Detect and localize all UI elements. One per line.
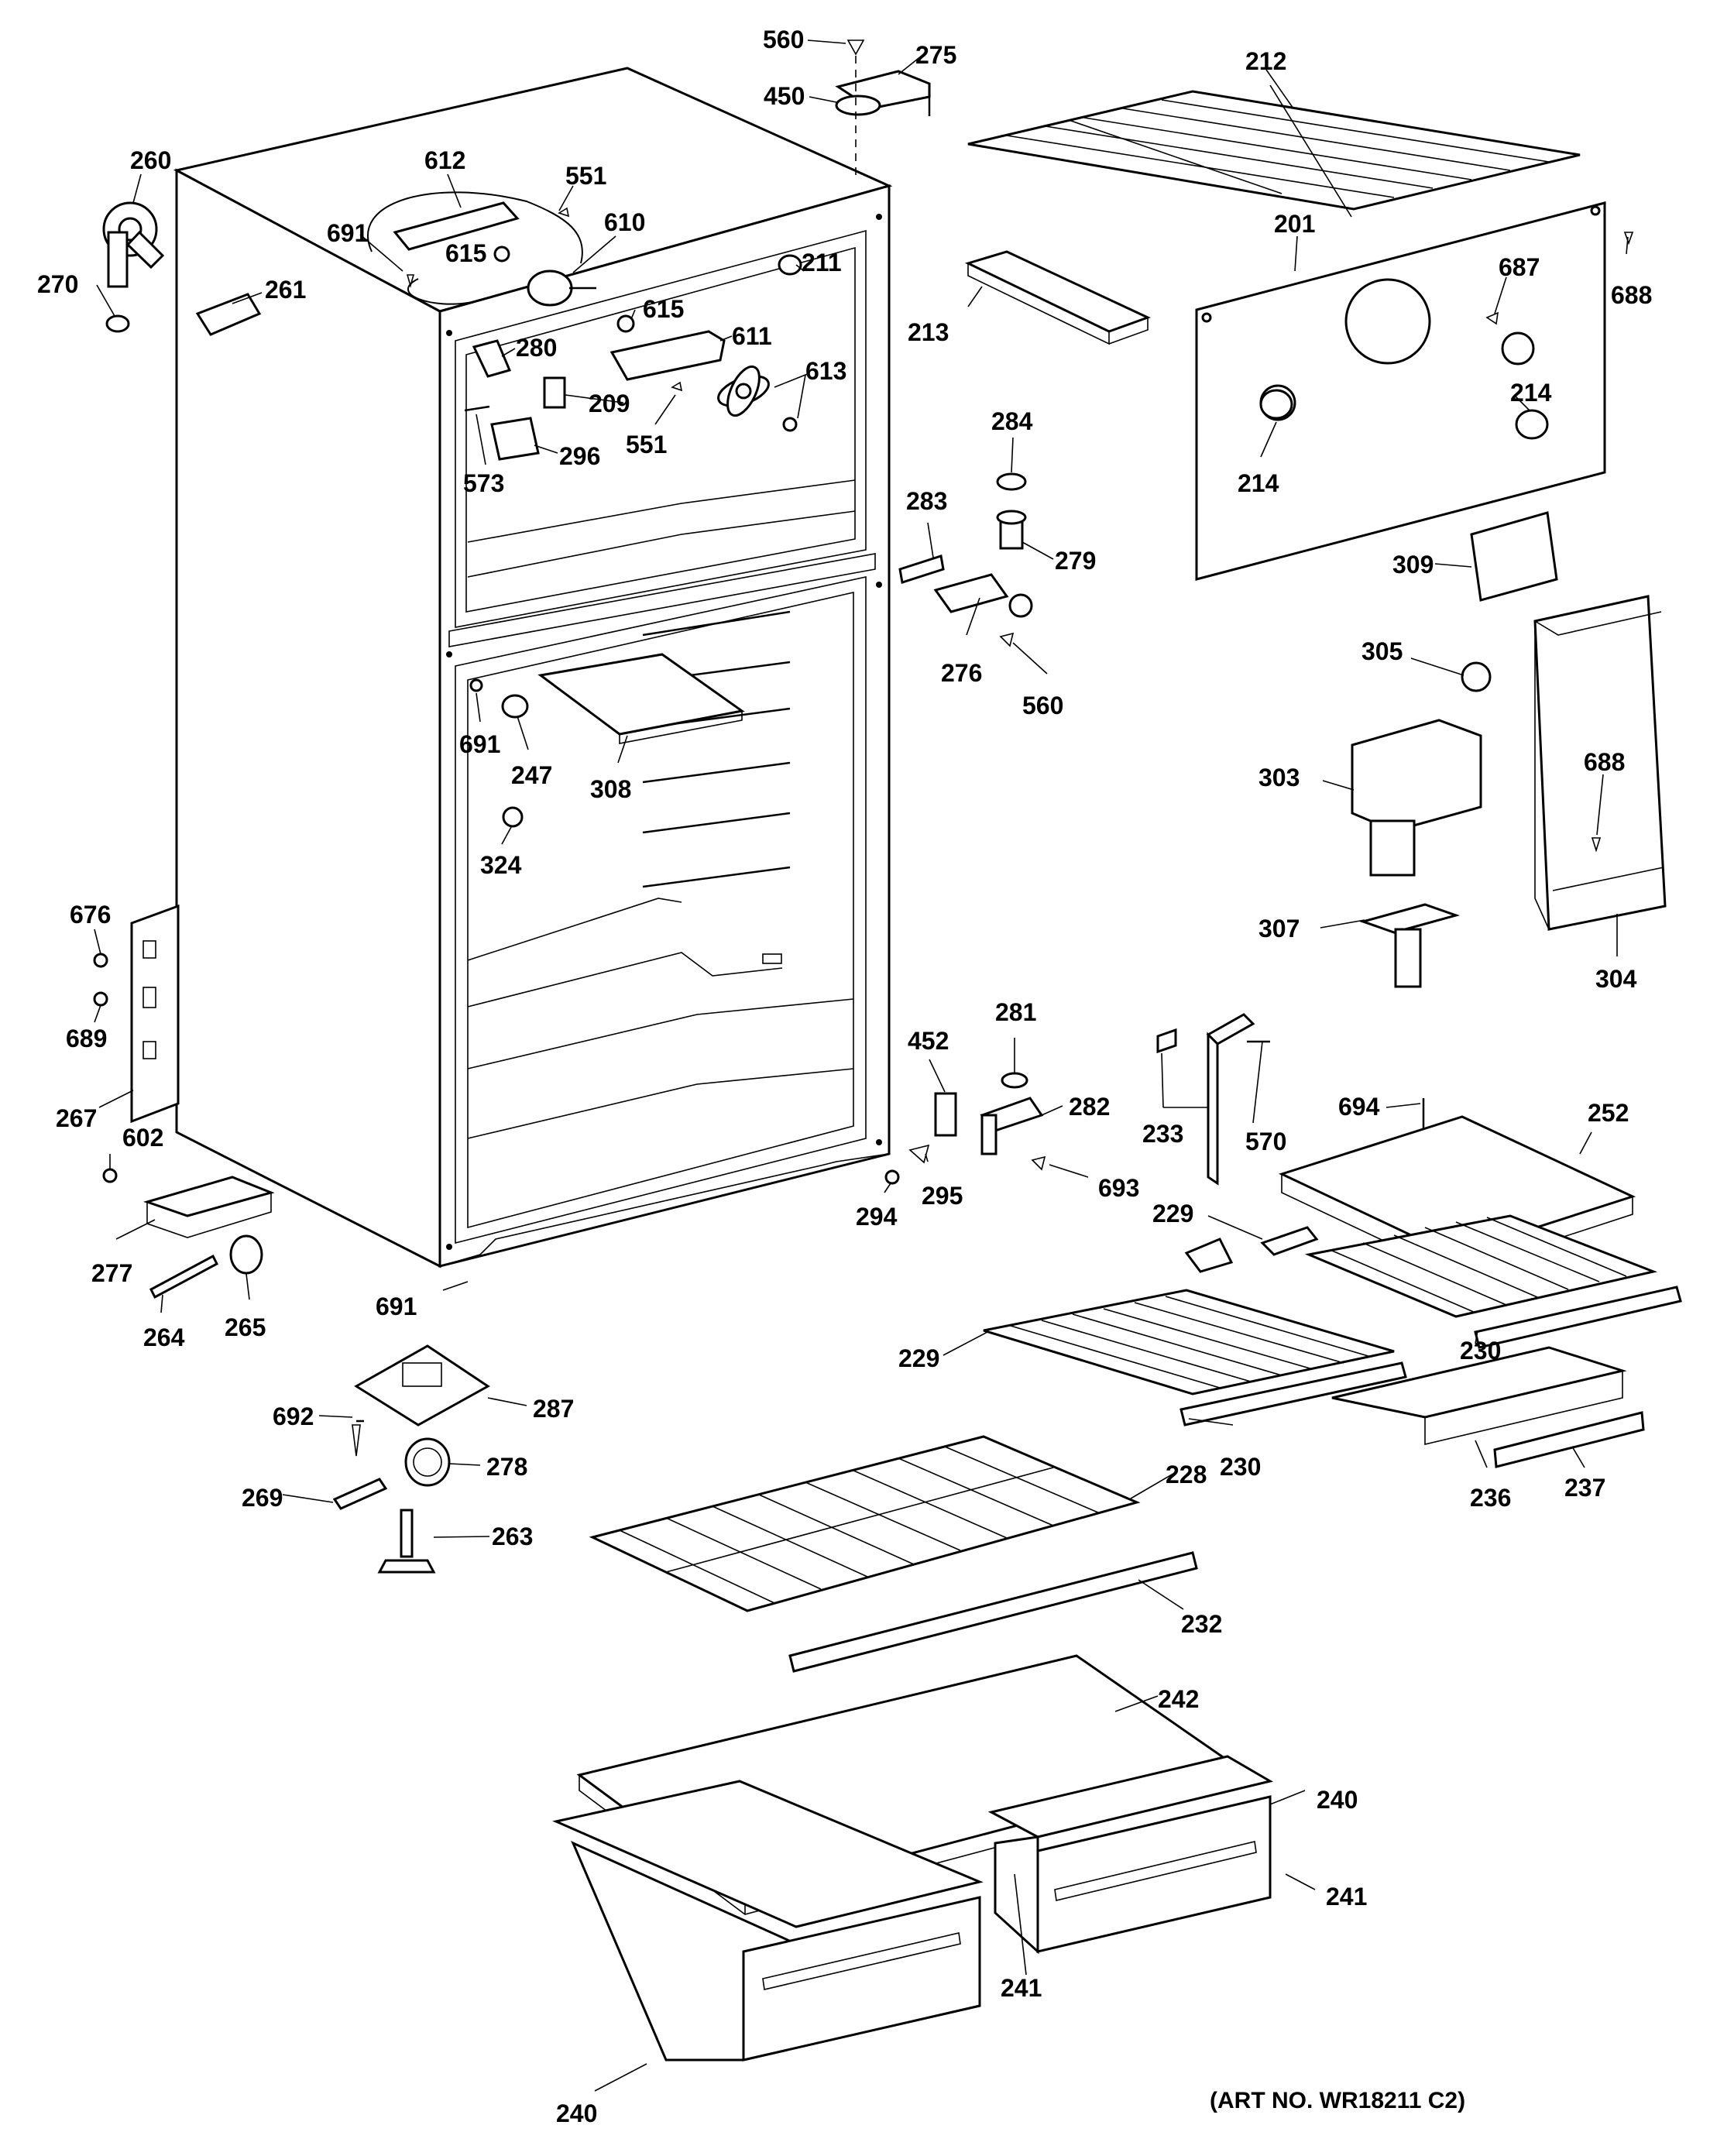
drain-parts (102, 201, 262, 336)
label-214: 214 (1510, 379, 1552, 407)
label-570: 570 (1245, 1128, 1286, 1155)
freezer-shelf-and-cover (964, 84, 1634, 602)
label-450: 450 (764, 82, 805, 110)
label-252: 252 (1588, 1099, 1629, 1127)
label-689: 689 (66, 1025, 107, 1052)
label-280: 280 (516, 334, 557, 362)
middle-hinge-parts (898, 472, 1033, 647)
wire-shelf-229 (983, 1214, 1658, 1396)
label-551: 551 (626, 431, 667, 458)
label-277: 277 (91, 1259, 132, 1287)
label-242: 242 (1158, 1685, 1199, 1713)
label-228: 228 (1166, 1461, 1207, 1488)
fan-blade-icon (717, 365, 770, 417)
label-691: 691 (376, 1293, 417, 1320)
freezer-components (367, 191, 802, 461)
label-278: 278 (486, 1453, 527, 1481)
label-283: 283 (906, 487, 947, 515)
label-305: 305 (1361, 637, 1403, 665)
label-284: 284 (991, 407, 1033, 435)
label-209: 209 (589, 390, 630, 417)
label-324: 324 (480, 851, 522, 879)
label-279: 279 (1055, 547, 1096, 575)
label-232: 232 (1181, 1610, 1222, 1638)
label-269: 269 (242, 1484, 283, 1512)
label-261: 261 (265, 276, 306, 304)
label-688: 688 (1611, 281, 1652, 309)
label-560: 560 (1022, 692, 1063, 719)
label-233: 233 (1142, 1120, 1183, 1148)
label-694: 694 (1338, 1093, 1380, 1121)
art-number: (ART NO. WR18211 C2) (1210, 2088, 1465, 2113)
label-276: 276 (941, 659, 982, 687)
label-308: 308 (590, 775, 631, 803)
label-613: 613 (805, 357, 846, 385)
label-240: 240 (556, 2099, 597, 2127)
label-230: 230 (1220, 1453, 1261, 1481)
shelf-trim-parts (1179, 1286, 1682, 1468)
label-229: 229 (1152, 1200, 1193, 1227)
label-551: 551 (565, 162, 606, 190)
label-693: 693 (1098, 1174, 1139, 1202)
label-560: 560 (763, 26, 804, 53)
label-240: 240 (1317, 1786, 1358, 1814)
label-615: 615 (643, 295, 684, 323)
label-687: 687 (1499, 253, 1540, 281)
label-691: 691 (327, 219, 368, 247)
cabinet-case (173, 67, 893, 1269)
label-247: 247 (511, 761, 552, 789)
label-236: 236 (1470, 1484, 1511, 1512)
shelf-bracket-parts (1156, 1013, 1425, 1186)
label-309: 309 (1392, 551, 1434, 578)
label-294: 294 (856, 1203, 898, 1231)
wire-shelf-228 (589, 1435, 1198, 1673)
label-676: 676 (70, 901, 111, 929)
label-615: 615 (445, 239, 486, 267)
label-287: 287 (533, 1395, 574, 1423)
label-275: 275 (915, 41, 956, 69)
label-267: 267 (56, 1104, 97, 1132)
label-230: 230 (1460, 1337, 1501, 1365)
lower-hinge-parts (884, 1072, 1046, 1185)
crisper-assembly (552, 1654, 1273, 2062)
label-241: 241 (1001, 1974, 1042, 2002)
label-263: 263 (492, 1523, 533, 1550)
label-612: 612 (424, 146, 465, 174)
label-692: 692 (273, 1402, 314, 1430)
label-201: 201 (1274, 210, 1315, 238)
part-labels: 560 275 450 212 260 612 551 610 691 615 … (37, 26, 1652, 2127)
label-573: 573 (463, 469, 504, 497)
label-241: 241 (1326, 1883, 1367, 1911)
label-303: 303 (1258, 764, 1300, 791)
label-264: 264 (143, 1323, 185, 1351)
label-452: 452 (908, 1027, 949, 1055)
left-hardware (93, 904, 275, 1299)
label-260: 260 (130, 146, 171, 174)
label-229: 229 (898, 1344, 939, 1372)
leader-lines (94, 39, 1629, 2092)
label-265: 265 (225, 1313, 266, 1341)
label-211: 211 (802, 249, 842, 276)
label-610: 610 (604, 208, 645, 236)
label-282: 282 (1069, 1093, 1110, 1121)
label-213: 213 (908, 318, 949, 346)
label-296: 296 (559, 442, 600, 470)
label-237: 237 (1564, 1474, 1605, 1502)
label-304: 304 (1595, 965, 1637, 993)
top-hinge (835, 39, 931, 178)
label-602: 602 (122, 1124, 163, 1152)
fresh-food-components (469, 653, 745, 828)
label-270: 270 (37, 270, 78, 298)
dispenser-parts (1351, 595, 1667, 988)
label-212: 212 (1245, 47, 1286, 75)
leveler-parts (332, 1344, 490, 1574)
label-688: 688 (1584, 748, 1625, 776)
label-214: 214 (1238, 469, 1279, 497)
label-691: 691 (459, 730, 500, 758)
label-281: 281 (995, 998, 1036, 1026)
label-307: 307 (1258, 915, 1300, 942)
label-611: 611 (732, 322, 772, 350)
label-295: 295 (922, 1182, 963, 1210)
